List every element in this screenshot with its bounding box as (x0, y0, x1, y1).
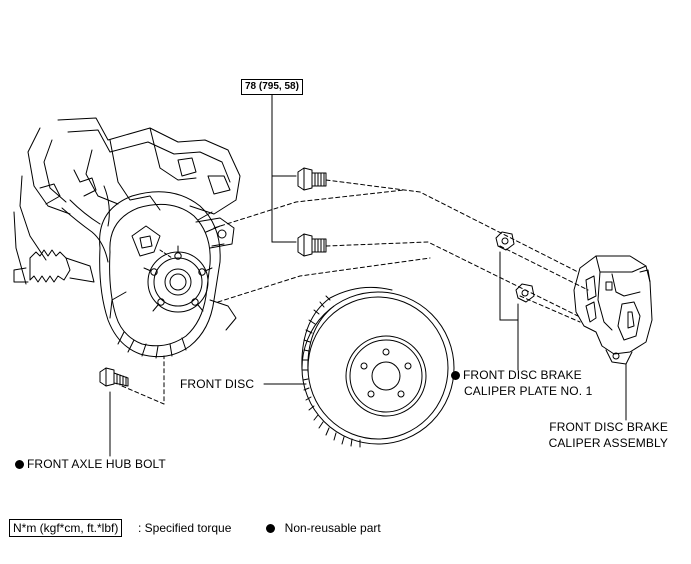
caliper-plate-lower (515, 283, 535, 303)
caliper-mounting-bolt-lower (297, 233, 327, 257)
non-reusable-marker-icon (451, 371, 460, 380)
caliper-assembly-line2: CALIPER ASSEMBLY (548, 436, 668, 450)
caliper-plate-label: FRONT DISC BRAKE (451, 368, 582, 383)
caliper-plate-leader (499, 251, 519, 371)
caliper-mounting-bolt-upper (297, 167, 327, 191)
caliper-plate-line2: CALIPER PLATE NO. 1 (464, 384, 593, 398)
non-reusable-marker-icon (266, 524, 275, 533)
front-disc-rotor (301, 286, 455, 448)
front-disc-label: FRONT DISC (180, 377, 255, 391)
front-axle-hub-bolt (99, 367, 129, 387)
legend-torque-unit-box: N*m (kgf*cm, ft.*lbf) (9, 519, 123, 537)
steering-knuckle-assembly (13, 117, 241, 359)
non-reusable-marker-icon (15, 460, 24, 469)
caliper-plate-upper (495, 231, 515, 251)
legend-torque-unit: N*m (kgf*cm, ft.*lbf) (13, 521, 119, 535)
caliper-assembly-line1: FRONT DISC BRAKE (549, 420, 668, 434)
front-disc-brake-caliper-assembly (573, 255, 653, 365)
torque-spec-box: 78 (795, 58) (241, 79, 303, 95)
torque-spec-value: 78 (795, 58) (245, 81, 299, 92)
torque-callout-leader (271, 92, 297, 243)
legend-torque-desc: : Specified torque (138, 521, 232, 535)
front-axle-hub-bolt-text: FRONT AXLE HUB BOLT (27, 457, 166, 471)
legend-non-reusable: Non-reusable part (266, 520, 381, 536)
legend-non-reusable-text: Non-reusable part (284, 521, 381, 535)
caliper-plate-line1: FRONT DISC BRAKE (463, 368, 582, 382)
front-axle-hub-bolt-label: FRONT AXLE HUB BOLT (15, 457, 166, 472)
hub-studs (143, 245, 213, 312)
